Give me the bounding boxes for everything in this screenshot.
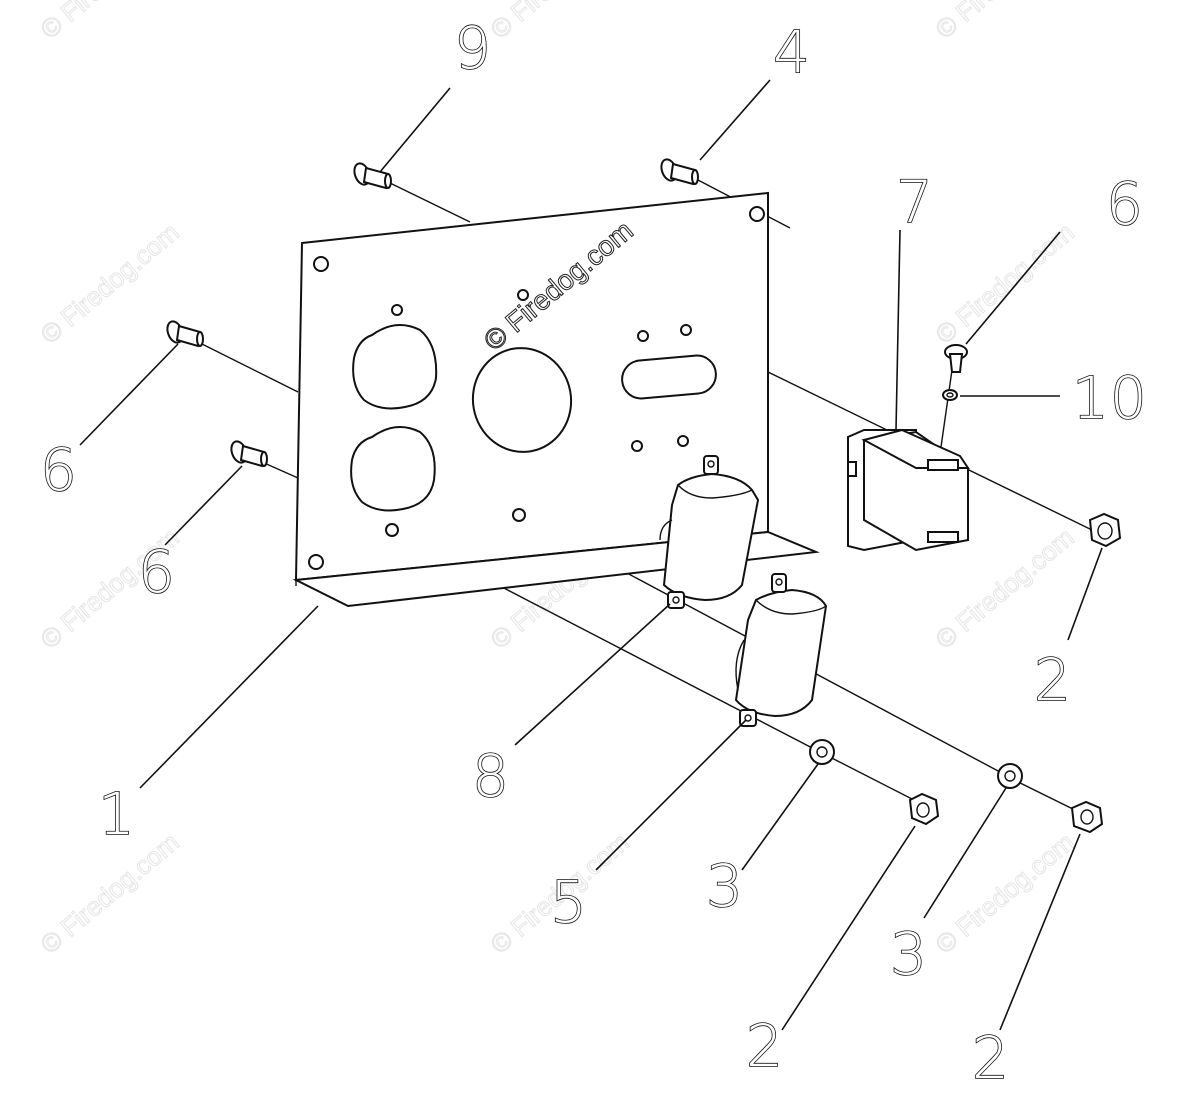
- outlet-cutout-lower: [350, 426, 436, 512]
- outlet-cutout-upper: [352, 324, 438, 410]
- callout-labels: 9 4 7 6 10 6 6 2 8 1 3 5 3 2 2: [39, 13, 1148, 1093]
- hex-nut-right: [1070, 800, 1104, 834]
- hole: [512, 508, 526, 522]
- receptacle-upper: [659, 455, 760, 609]
- callout-5: 5: [550, 868, 588, 936]
- hole: [677, 435, 689, 447]
- screw-4: [660, 158, 699, 186]
- receptacle-lower: [734, 573, 828, 727]
- watermark-text: © Firedog.com: [930, 217, 1080, 350]
- mounting-bracket-plate: [292, 191, 820, 608]
- hole: [680, 324, 692, 336]
- hole: [385, 523, 399, 537]
- watermark-text: © Firedog.com: [485, 0, 635, 45]
- switch-block: [847, 428, 970, 552]
- hole: [517, 289, 529, 301]
- callout-8: 8: [472, 742, 510, 810]
- callout-2-left: 2: [746, 1012, 784, 1080]
- hole: [391, 304, 403, 316]
- callout-6-upper: 6: [40, 436, 78, 504]
- washer-10: [942, 389, 958, 401]
- leader-lines: [79, 79, 1103, 1031]
- callout-2-right: 2: [972, 1024, 1010, 1092]
- callout-3-right: 3: [890, 920, 928, 988]
- screw-6-lower: [230, 440, 268, 468]
- callout-2-upper: 2: [1034, 646, 1072, 714]
- hex-nut-left: [908, 792, 940, 826]
- screw-6-upper: [166, 320, 204, 348]
- watermark-text: © Firedog.com: [35, 0, 185, 45]
- callout-10: 10: [1072, 364, 1148, 432]
- hole: [749, 206, 765, 222]
- washer-3-left: [809, 739, 835, 765]
- callout-1: 1: [98, 780, 136, 848]
- hex-nut-upper: [1088, 512, 1122, 548]
- callout-7: 7: [896, 168, 934, 236]
- callout-6-lower: 6: [138, 538, 176, 606]
- callout-4: 4: [773, 18, 811, 86]
- callout-3-left: 3: [706, 852, 744, 920]
- watermark-text: © Firedog.com: [930, 0, 1080, 45]
- watermark-text: © Firedog.com: [930, 827, 1080, 960]
- slot-cutout: [621, 354, 717, 400]
- hole: [631, 440, 643, 452]
- screw-9: [353, 162, 392, 190]
- callout-6-right: 6: [1106, 170, 1144, 238]
- watermark-text: © Firedog.com: [35, 217, 185, 350]
- hole: [637, 330, 649, 342]
- washer-3-right: [997, 763, 1023, 789]
- hole: [313, 256, 329, 272]
- hole: [308, 554, 324, 570]
- round-cutout: [471, 347, 573, 453]
- screw-6-right: [944, 344, 968, 373]
- callout-9: 9: [454, 14, 492, 82]
